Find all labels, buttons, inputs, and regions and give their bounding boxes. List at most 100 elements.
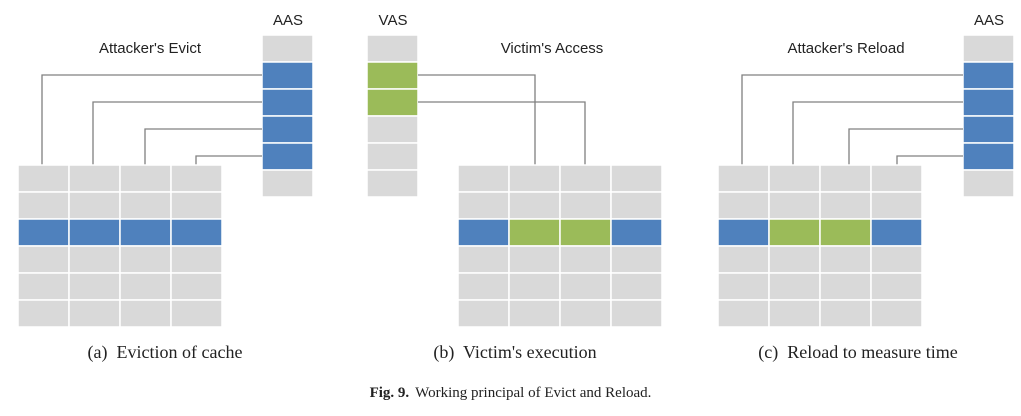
cache-cell [508,191,561,220]
cache-line-cell [119,218,172,247]
cache-cell [819,245,872,274]
cache-cell [119,245,172,274]
cache-cell [170,191,223,220]
address-space-cell [962,169,1015,198]
cache-line-cell [508,218,561,247]
address-space-cell [366,34,419,63]
address-space-cell [261,115,314,144]
cache-cell [170,164,223,193]
cache-line-cell [610,218,663,247]
figure-label: Fig. 9. [369,385,410,401]
cache-cell [457,299,510,328]
cache-cell [819,191,872,220]
panel-b: Victim's Access VAS (b) Victim's executi… [366,12,663,363]
address-space-cell [366,61,419,90]
cache-cell [717,245,770,274]
cache-cell [819,164,872,193]
panel-b-address-space-label: VAS [379,12,408,29]
cache-cell [68,245,121,274]
cache-cell [68,191,121,220]
address-space-cell [261,169,314,198]
panel-a-address-space-label: AAS [273,12,303,29]
address-space-cell [962,142,1015,171]
address-space-cell [261,34,314,63]
cache-line-cell [17,218,70,247]
cache-cell [870,164,923,193]
cache-cell [610,299,663,328]
cache-cell [768,245,821,274]
cache-cell [457,191,510,220]
cache-cell [768,164,821,193]
address-space-cell [962,115,1015,144]
cache-line-cell [717,218,770,247]
address-space-cell [366,169,419,198]
panel-a-subcaption: (a) Eviction of cache [88,342,243,363]
cache-cell [68,164,121,193]
cache-cell [17,299,70,328]
panel-a-title: Attacker's Evict [99,40,202,57]
address-space-cell [366,88,419,117]
panel-b-address-space [366,34,419,198]
cache-cell [119,164,172,193]
evict-reload-diagram: Attacker's Evict AAS (a) Eviction of cac… [17,12,1015,363]
panel-a-cache [17,164,223,328]
cache-cell [68,299,121,328]
panel-c-cache [717,164,923,328]
cache-cell [457,164,510,193]
cache-line-cell [559,218,612,247]
address-space-cell [962,88,1015,117]
cache-cell [508,299,561,328]
cache-cell [559,164,612,193]
cache-cell [870,272,923,301]
cache-cell [170,272,223,301]
cache-cell [768,272,821,301]
cache-cell [870,245,923,274]
cache-cell [610,272,663,301]
cache-cell [559,191,612,220]
cache-cell [457,272,510,301]
address-space-cell [261,142,314,171]
address-space-cell [366,142,419,171]
panel-b-subcaption: (b) Victim's execution [433,342,596,363]
panel-a: Attacker's Evict AAS (a) Eviction of cac… [17,12,314,363]
cache-cell [508,245,561,274]
cache-cell [508,272,561,301]
cache-cell [717,299,770,328]
cache-cell [457,245,510,274]
cache-cell [119,272,172,301]
cache-cell [819,299,872,328]
panel-c-subcaption: (c) Reload to measure time [758,342,957,363]
cache-cell [170,299,223,328]
cache-cell [610,191,663,220]
figure-caption: Fig. 9. Working principal of Evict and Re… [0,385,1021,402]
panel-c: Attacker's Reload AAS (c) Reload to meas… [717,12,1015,363]
cache-cell [508,164,561,193]
panel-c-address-space-label: AAS [974,12,1004,29]
address-space-cell [366,115,419,144]
panel-c-address-space [962,34,1015,198]
panel-c-title: Attacker's Reload [787,40,904,57]
cache-cell [870,299,923,328]
cache-cell [119,191,172,220]
cache-cell [170,245,223,274]
cache-line-cell [68,218,121,247]
panel-a-address-space [261,34,314,198]
cache-line-cell [768,218,821,247]
address-space-cell [962,34,1015,63]
cache-cell [559,299,612,328]
address-space-cell [261,61,314,90]
cache-cell [17,245,70,274]
cache-cell [17,272,70,301]
cache-cell [768,191,821,220]
panel-b-title: Victim's Access [501,40,604,57]
cache-cell [68,272,121,301]
cache-cell [559,272,612,301]
cache-cell [870,191,923,220]
cache-cell [717,164,770,193]
cache-cell [610,164,663,193]
cache-cell [610,245,663,274]
panel-b-cache [457,164,663,328]
address-space-cell [962,61,1015,90]
figure-caption-text: Working principal of Evict and Reload. [415,385,652,401]
cache-line-cell [457,218,510,247]
